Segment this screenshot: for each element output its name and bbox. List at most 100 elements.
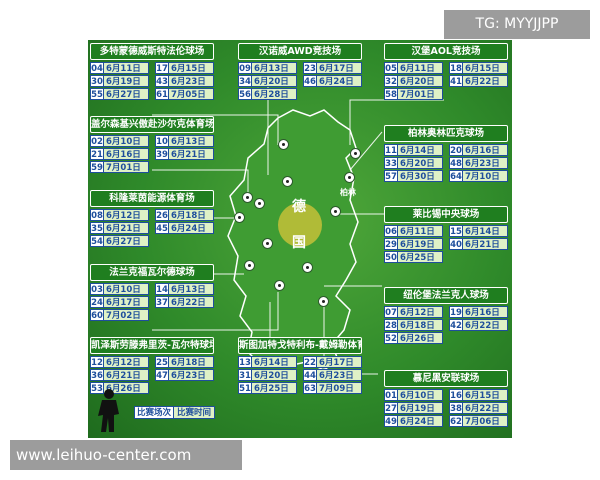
venue-title: 斯图加特戈特利布-戴姆勒体育场 (238, 337, 362, 354)
venue-title: 莱比锡中央球场 (384, 206, 508, 223)
match-number: 53 (90, 382, 104, 394)
match-number: 12 (90, 356, 104, 368)
stadium-ball-icon (282, 176, 293, 187)
match-number: 10 (155, 135, 169, 147)
match-date: 7月01日 (104, 161, 149, 173)
stadium-ball-icon (242, 192, 253, 203)
match-date: 6月19日 (398, 402, 443, 414)
match-number: 02 (90, 135, 104, 147)
match-date: 6月18日 (398, 319, 443, 331)
match-date: 6月15日 (169, 62, 214, 74)
match-date: 6月23日 (317, 369, 362, 381)
match-date: 6月10日 (398, 389, 443, 401)
match-number: 51 (238, 382, 252, 394)
venue-title: 凯泽斯劳滕弗里茨-瓦尔特球场 (90, 337, 214, 354)
match-date: 6月13日 (252, 62, 297, 74)
connector-hamburg (349, 99, 444, 145)
country-name-char-2: 国 (292, 235, 306, 251)
match-date: 6月25日 (252, 382, 297, 394)
match-number: 56 (238, 88, 252, 100)
player-silhouette-icon (98, 389, 119, 432)
match-number: 17 (155, 62, 169, 74)
venue-title: 多特蒙德威斯特法伦球场 (90, 43, 214, 60)
match-date: 6月11日 (398, 225, 443, 237)
match-date: 6月22日 (463, 402, 508, 414)
match-number: 62 (449, 415, 463, 427)
match-date: 6月14日 (463, 225, 508, 237)
match-number: 40 (449, 238, 463, 250)
match-date: 6月27日 (104, 235, 149, 247)
venue-title: 慕尼黑安联球场 (384, 370, 508, 387)
match-number: 61 (155, 88, 169, 100)
match-number: 48 (449, 157, 463, 169)
match-number: 41 (449, 75, 463, 87)
match-date: 6月17日 (104, 296, 149, 308)
stadium-ball-icon (350, 148, 361, 159)
match-number: 58 (384, 88, 398, 100)
match-number: 20 (449, 144, 463, 156)
match-number: 35 (90, 222, 104, 234)
stadium-ball-icon (344, 172, 355, 183)
match-number: 08 (90, 209, 104, 221)
match-number: 36 (90, 369, 104, 381)
match-number: 24 (90, 296, 104, 308)
match-date: 7月06日 (463, 415, 508, 427)
city-label-berlin: 柏林 (340, 188, 356, 197)
match-number: 50 (384, 251, 398, 263)
match-date: 6月13日 (169, 135, 214, 147)
match-number: 57 (384, 170, 398, 182)
match-date: 6月22日 (463, 75, 508, 87)
match-number: 22 (303, 356, 317, 368)
match-date: 6月26日 (398, 332, 443, 344)
match-date: 6月20日 (252, 369, 297, 381)
match-number: 03 (90, 283, 104, 295)
match-date: 6月10日 (104, 135, 149, 147)
match-date: 6月17日 (317, 356, 362, 368)
match-number: 04 (90, 62, 104, 74)
match-date: 6月19日 (398, 238, 443, 250)
match-number: 44 (303, 369, 317, 381)
match-date: 6月16日 (104, 148, 149, 160)
match-number: 14 (155, 283, 169, 295)
match-date: 6月20日 (252, 75, 297, 87)
match-date: 6月12日 (398, 306, 443, 318)
match-number: 55 (90, 88, 104, 100)
match-date: 6月28日 (252, 88, 297, 100)
